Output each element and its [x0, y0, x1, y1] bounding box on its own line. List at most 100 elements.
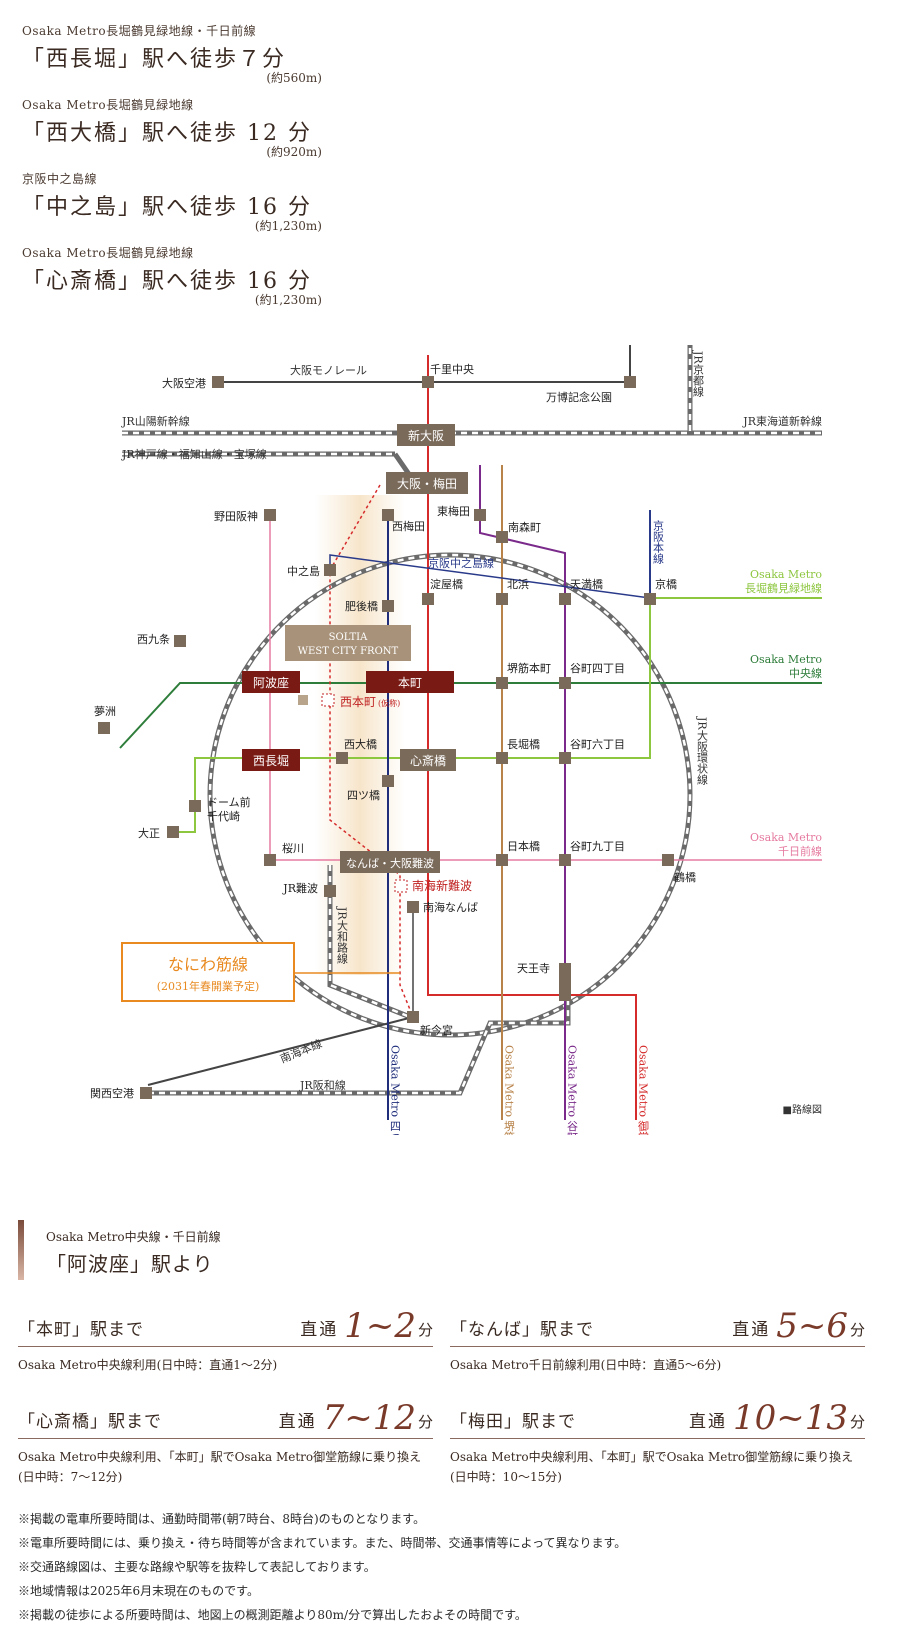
- direct-label: 直通: [688, 1412, 727, 1432]
- footnote: ※地域情報は2025年6月末現在のものです。: [18, 1584, 259, 1598]
- destination: 「梅田」駅まで: [450, 1412, 576, 1432]
- line-label: 千日前線: [778, 844, 822, 858]
- footnote: ※掲載の電車所要時間は、通勤時間帯(朝7時台、8時台)のものとなります。: [18, 1512, 426, 1526]
- travel-time: 10~13: [732, 1398, 848, 1438]
- walk-item: 京阪中之島線 「中之島」駅へ徒歩 16 分 (約1,230m): [22, 170, 322, 234]
- walk-time: 「西長堀」駅へ徒歩７分: [22, 47, 287, 72]
- line-label: Osaka Metro: [750, 568, 822, 581]
- line-label: JR神戸線・福知山線・宝塚線: [121, 447, 267, 461]
- time-note: Osaka Metro千日前線利用(日中時：直通5～6分): [450, 1358, 722, 1372]
- walk-distance: (約920m): [266, 145, 322, 159]
- section-title: 「阿波座」駅より: [46, 1252, 214, 1276]
- station-label: 桜川: [282, 841, 304, 855]
- line-name: Osaka Metro長堀鶴見緑地線・千日前線: [22, 24, 257, 38]
- footnote: ※掲載の徒歩による所要時間は、地図上の概測距離より80m/分で算出したおよその時…: [18, 1608, 527, 1622]
- route-map: 新大阪 大阪・梅田 阿波座 本町 西長堀 心斎橋 なんば・大阪難波 SOLTIA…: [90, 345, 822, 1135]
- walk-distance: (約1,230m): [254, 219, 322, 233]
- station-label: 南森町: [508, 520, 541, 534]
- line-label: JR東海道新幹線: [742, 414, 822, 428]
- line-label: 南海本線: [278, 1036, 324, 1065]
- station-label: 新今宮: [420, 1023, 453, 1037]
- footnote: ※交通路線図は、主要な路線や駅等を抜粋して表記しております。: [18, 1560, 376, 1574]
- time-unit: 分: [417, 1321, 433, 1339]
- time-note: Osaka Metro中央線利用、「本町」駅でOsaka Metro御堂筋線に乗…: [450, 1450, 854, 1484]
- line-label: JR山陽新幹線: [121, 414, 190, 428]
- direct-label: 直通: [278, 1412, 317, 1432]
- direct-label: 直通: [732, 1320, 771, 1340]
- station-label: 鶴橋: [674, 870, 696, 884]
- direct-label: 直通: [300, 1320, 339, 1340]
- station-label: 千里中央: [430, 363, 474, 376]
- line-label: 京阪本線: [652, 519, 665, 564]
- station-label: JR難波: [282, 882, 318, 895]
- property-name: SOLTIA: [329, 632, 368, 643]
- naniwasuji-label: なにわ筋線: [168, 955, 248, 974]
- line-label: 中央線: [789, 666, 822, 680]
- walk-distance: (約1,230m): [254, 293, 322, 307]
- boxed-stations: [242, 424, 468, 873]
- naniwasuji-sub: (2031年春開業予定): [157, 979, 260, 993]
- station-label: 南海なんば: [423, 900, 478, 914]
- time-unit: 分: [849, 1321, 865, 1339]
- station-label: 西長堀: [253, 753, 289, 768]
- station-label: 谷町六丁目: [570, 738, 625, 751]
- destination: 「本町」駅まで: [18, 1320, 144, 1340]
- section-line: Osaka Metro中央線・千日前線: [46, 1230, 221, 1244]
- line-name: Osaka Metro長堀鶴見緑地線: [22, 98, 194, 112]
- line-label: 大阪モノレール: [290, 363, 367, 377]
- station-label: 阿波座: [253, 675, 289, 690]
- station-label: 淀屋橋: [430, 577, 463, 591]
- station-label: 西梅田: [392, 519, 425, 533]
- station-label: 京橋: [655, 577, 677, 591]
- travel-time: 1~2: [344, 1306, 416, 1346]
- station-label: 中之島: [287, 564, 320, 578]
- station-label: 大阪空港: [162, 376, 206, 390]
- station-label: 長堀橋: [507, 737, 540, 751]
- travel-time: 5~6: [776, 1306, 848, 1346]
- station-label: 天満橋: [570, 577, 603, 591]
- line-label: Osaka Metro 谷町線: [566, 1045, 579, 1135]
- station-label: 南海新難波: [412, 878, 472, 893]
- line-label: Osaka Metro 堺筋線: [503, 1045, 516, 1135]
- line-label: JR阪和線: [299, 1078, 346, 1092]
- line-label: JR大和路線: [336, 906, 349, 964]
- station-label: 東梅田: [437, 504, 470, 518]
- station-label: 野田阪神: [214, 509, 258, 523]
- station-markers: [98, 376, 674, 1099]
- station-label: 心斎橋: [410, 753, 446, 768]
- metro-lines: [119, 355, 822, 1120]
- line-label: Osaka Metro: [750, 831, 822, 844]
- station-label: (仮称): [378, 698, 400, 708]
- station-label: 天王寺: [517, 962, 550, 975]
- line-label: JR京都線: [692, 350, 705, 397]
- line-label: Osaka Metro 四つ橋線: [389, 1045, 402, 1135]
- property-name: WEST CITY FRONT: [298, 646, 399, 657]
- naniwasuji-box: [121, 942, 295, 1002]
- station-label: 新大阪: [408, 428, 444, 443]
- station-label: 千代崎: [207, 809, 240, 823]
- station-label: 谷町四丁目: [570, 662, 625, 675]
- station-label: 北浜: [507, 578, 529, 591]
- walk-item: Osaka Metro長堀鶴見緑地線・千日前線 「西長堀」駅へ徒歩７分 (約56…: [22, 22, 322, 86]
- station-label: 夢洲: [94, 705, 116, 718]
- walk-time: 「中之島」駅へ徒歩 16 分: [22, 195, 312, 220]
- station-label: なんば・大阪難波: [346, 856, 434, 870]
- line-label: JR大阪環状線: [696, 716, 709, 785]
- travel-time: 7~12: [322, 1398, 416, 1438]
- walk-item: Osaka Metro長堀鶴見緑地線 「心斎橋」駅へ徒歩 16 分 (約1,23…: [22, 244, 322, 308]
- station-label: 大正: [138, 826, 160, 840]
- station-label: 西九条: [137, 632, 170, 646]
- line-name: Osaka Metro長堀鶴見緑地線: [22, 246, 194, 260]
- station-label: 西大橋: [344, 737, 377, 751]
- station-label: 万博記念公園: [546, 390, 612, 404]
- station-label: ドーム前: [207, 795, 251, 809]
- station-label: 関西空港: [90, 1086, 134, 1100]
- station-label: 谷町九丁目: [570, 840, 625, 853]
- section-accent: [18, 1220, 24, 1280]
- time-note: Osaka Metro中央線利用(日中時：直通1～2分): [18, 1358, 278, 1372]
- walk-time: 「西大橋」駅へ徒歩 12 分: [22, 121, 312, 146]
- line-label: Osaka Metro: [750, 653, 822, 666]
- destination: 「心斎橋」駅まで: [18, 1412, 162, 1432]
- line-name: 京阪中之島線: [22, 172, 98, 186]
